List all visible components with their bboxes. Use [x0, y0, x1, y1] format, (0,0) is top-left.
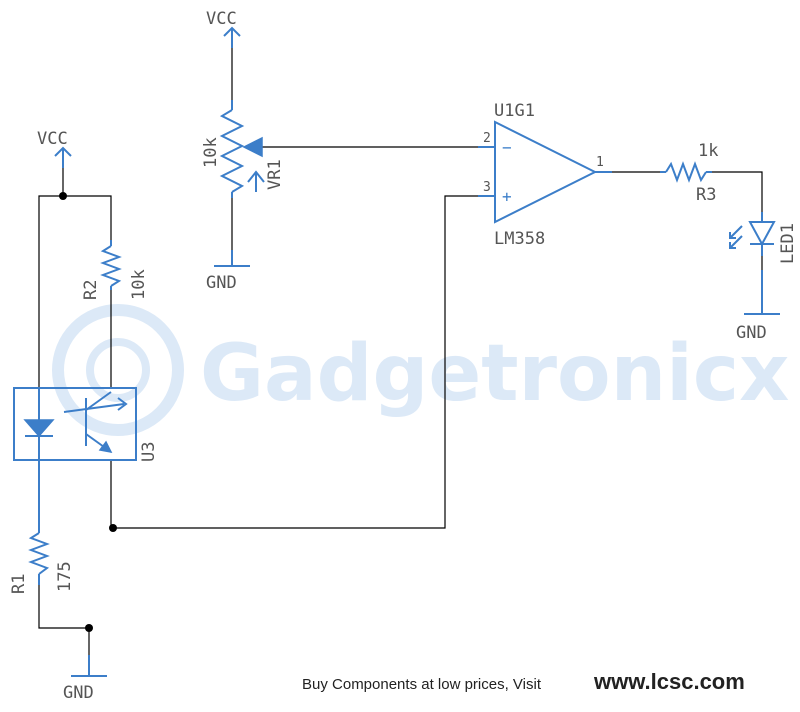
svg-text:GND: GND	[63, 683, 94, 703]
resistor-r2: R2 10k	[81, 240, 149, 300]
led-led1: LED1	[729, 212, 798, 264]
svg-text:U1G1: U1G1	[494, 101, 535, 121]
svg-text:+: +	[502, 187, 512, 206]
optocoupler-u3: U3	[13, 387, 159, 462]
vcc-symbol-left: VCC	[37, 129, 72, 168]
junctions	[59, 192, 117, 632]
footer-link[interactable]: www.lcsc.com	[593, 669, 745, 694]
svg-text:U3: U3	[139, 442, 159, 462]
watermark-text: Gadgetronicx	[200, 329, 789, 419]
opamp-u1: 2 3 1 − + U1G1 LM358	[478, 101, 612, 249]
footer-text: Buy Components at low prices, Visit	[302, 676, 542, 693]
svg-text:3: 3	[483, 180, 491, 195]
svg-text:2: 2	[483, 131, 491, 146]
svg-text:1k: 1k	[698, 141, 718, 161]
gnd-symbol-left: GND	[63, 655, 107, 703]
svg-text:VCC: VCC	[37, 129, 68, 149]
svg-text:R2: R2	[81, 280, 101, 300]
svg-text:VR1: VR1	[265, 159, 285, 190]
svg-text:10k: 10k	[201, 137, 221, 168]
svg-text:175: 175	[55, 561, 75, 592]
watermark: Gadgetronicx	[52, 304, 789, 436]
svg-text:R1: R1	[9, 574, 29, 594]
vcc-symbol-top: VCC	[206, 9, 241, 48]
svg-text:LM358: LM358	[494, 229, 545, 249]
svg-text:LED1: LED1	[778, 223, 798, 264]
svg-text:GND: GND	[206, 273, 237, 293]
gnd-symbol-led: GND	[736, 270, 780, 343]
wires	[38, 45, 763, 655]
footer: Buy Components at low prices, Visit www.…	[302, 669, 745, 694]
svg-text:−: −	[502, 138, 512, 157]
svg-text:R3: R3	[696, 185, 716, 205]
svg-text:VCC: VCC	[206, 9, 237, 29]
resistor-r3: 1k R3	[660, 141, 718, 205]
potentiometer-vr1: 10k VR1	[201, 100, 285, 198]
gnd-symbol-vr1: GND	[206, 250, 250, 293]
svg-text:1: 1	[596, 155, 604, 170]
resistor-r1: R1 175	[9, 460, 75, 594]
svg-text:GND: GND	[736, 323, 767, 343]
svg-text:10k: 10k	[129, 269, 149, 300]
